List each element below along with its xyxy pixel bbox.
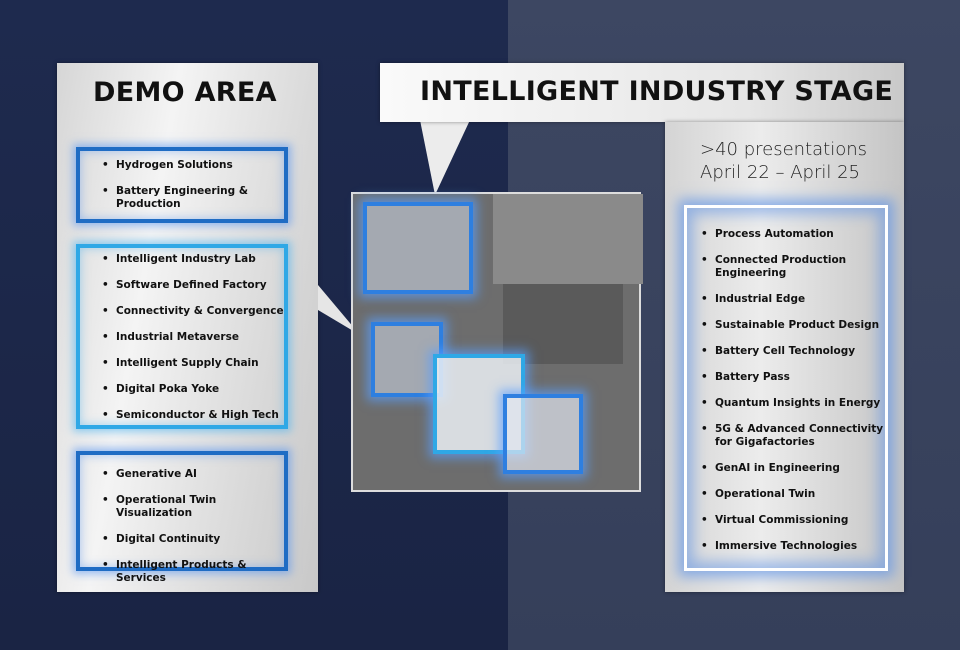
bullet-icon: • [102,357,109,369]
bullet-icon: • [701,423,708,435]
presentations-count: >40 presentations [700,139,868,160]
list-item-label: Software Defined Factory [116,279,267,291]
list-item: • Digital Continuity [102,533,284,546]
demo-group-2: • Intelligent Industry Lab • Software Defin… [76,244,288,429]
floor-highlight-1 [363,202,473,294]
list-item-label: Operational Twin Visualization [116,494,217,519]
list-item: • Sustainable Product Design [701,319,885,332]
bullet-icon: • [102,533,109,545]
list-item: • Industrial Edge [701,293,885,306]
list-item: • Intelligent Supply Chain [102,357,284,370]
stage-subtitle: >40 presentations April 22 – April 25 [700,138,867,184]
list-item-label: Connectivity & Convergence [116,305,284,317]
list-item-label: Virtual Commissioning [715,514,849,526]
list-item-label: Hydrogen Solutions [116,159,233,171]
bullet-icon: • [102,468,109,480]
list-item: • Intelligent Industry Lab [102,253,284,266]
bullet-icon: • [102,279,109,291]
demo-group-3: • Generative AI • Operational Twin Visualiz… [76,451,288,584]
bullet-icon: • [102,494,109,506]
demo-area-panel: DEMO AREA [57,63,318,592]
stage-dates: April 22 – April 25 [700,162,860,183]
floor-plan [351,192,643,492]
bullet-icon: • [102,383,109,395]
list-item: • Battery Engineering & Production [102,185,284,211]
bullet-icon: • [102,159,109,171]
bullet-icon: • [701,397,708,409]
bullet-icon: • [701,540,708,552]
list-item-label: Battery Engineering & Production [116,185,248,210]
stage-topics-box: • Process Automation • Connected Production… [684,205,888,571]
bullet-icon: • [701,345,708,357]
list-item-label: Intelligent Supply Chain [116,357,259,369]
list-item: • Semiconductor & High Tech [102,409,284,422]
list-item-label: Intelligent Industry Lab [116,253,256,265]
bullet-icon: • [102,559,109,571]
bullet-icon: • [701,319,708,331]
stage-title-box: INTELLIGENT INDUSTRY STAGE [380,63,904,122]
bullet-icon: • [701,228,708,240]
stage-panel [665,122,904,592]
floor-highlight-2 [371,322,443,397]
bullet-icon: • [102,409,109,421]
list-item-label: Semiconductor & High Tech [116,409,279,421]
list-item-label: Generative AI [116,468,197,480]
bullet-icon: • [102,253,109,265]
bullet-icon: • [102,305,109,317]
list-item-label: Quantum Insights in Energy [715,397,881,409]
stage-title: INTELLIGENT INDUSTRY STAGE [420,76,894,107]
list-item: • Process Automation [701,228,885,241]
list-item: • Connected Production Engineering [701,254,885,280]
bullet-icon: • [102,331,109,343]
list-item: • Software Defined Factory [102,279,284,292]
floor-highlight-4 [503,394,583,474]
bullet-icon: • [701,371,708,383]
bullet-icon: • [701,254,708,266]
list-item-label: Digital Poka Yoke [116,383,220,395]
list-item: • Operational Twin [701,488,885,501]
list-item-label: Industrial Metaverse [116,331,239,343]
list-item: • Immersive Technologies [701,540,885,553]
list-item: • Quantum Insights in Energy [701,397,885,410]
demo-area-title: DEMO AREA [93,77,277,108]
list-item: • Intelligent Products & Services [102,559,284,585]
list-item-label: Battery Pass [715,371,790,383]
list-item: • Hydrogen Solutions [102,159,284,172]
list-item-label: Digital Continuity [116,533,221,545]
list-item: • Operational Twin Visualization [102,494,284,520]
list-item-label: Connected Production Engineering [715,254,847,279]
list-item-label: Intelligent Products & Services [116,559,247,584]
list-item: • Connectivity & Convergence [102,305,284,318]
bullet-icon: • [102,185,109,197]
demo-group-1: • Hydrogen Solutions • Battery Engineering … [76,147,288,223]
list-item-label: Process Automation [715,228,834,240]
stage-area [503,284,623,364]
list-item-label: Industrial Edge [715,293,806,305]
list-item: • Digital Poka Yoke [102,383,284,396]
bullet-icon: • [701,293,708,305]
bullet-icon: • [701,488,708,500]
list-item-label: Sustainable Product Design [715,319,880,331]
list-item: • Battery Pass [701,371,885,384]
list-item-label: Battery Cell Technology [715,345,856,357]
bullet-icon: • [701,514,708,526]
list-item: • Virtual Commissioning [701,514,885,527]
list-item: • Generative AI [102,468,284,481]
list-item-label: Operational Twin [715,488,816,500]
list-item: • Battery Cell Technology [701,345,885,358]
bullet-icon: • [701,462,708,474]
list-item: • GenAI in Engineering [701,462,885,475]
list-item-label: GenAI in Engineering [715,462,840,474]
office-area [493,194,643,284]
list-item: • 5G & Advanced Connectivity for Gigafact… [701,423,885,449]
list-item-label: 5G & Advanced Connectivity for Gigafacto… [715,423,884,448]
list-item: • Industrial Metaverse [102,331,284,344]
list-item-label: Immersive Technologies [715,540,858,552]
